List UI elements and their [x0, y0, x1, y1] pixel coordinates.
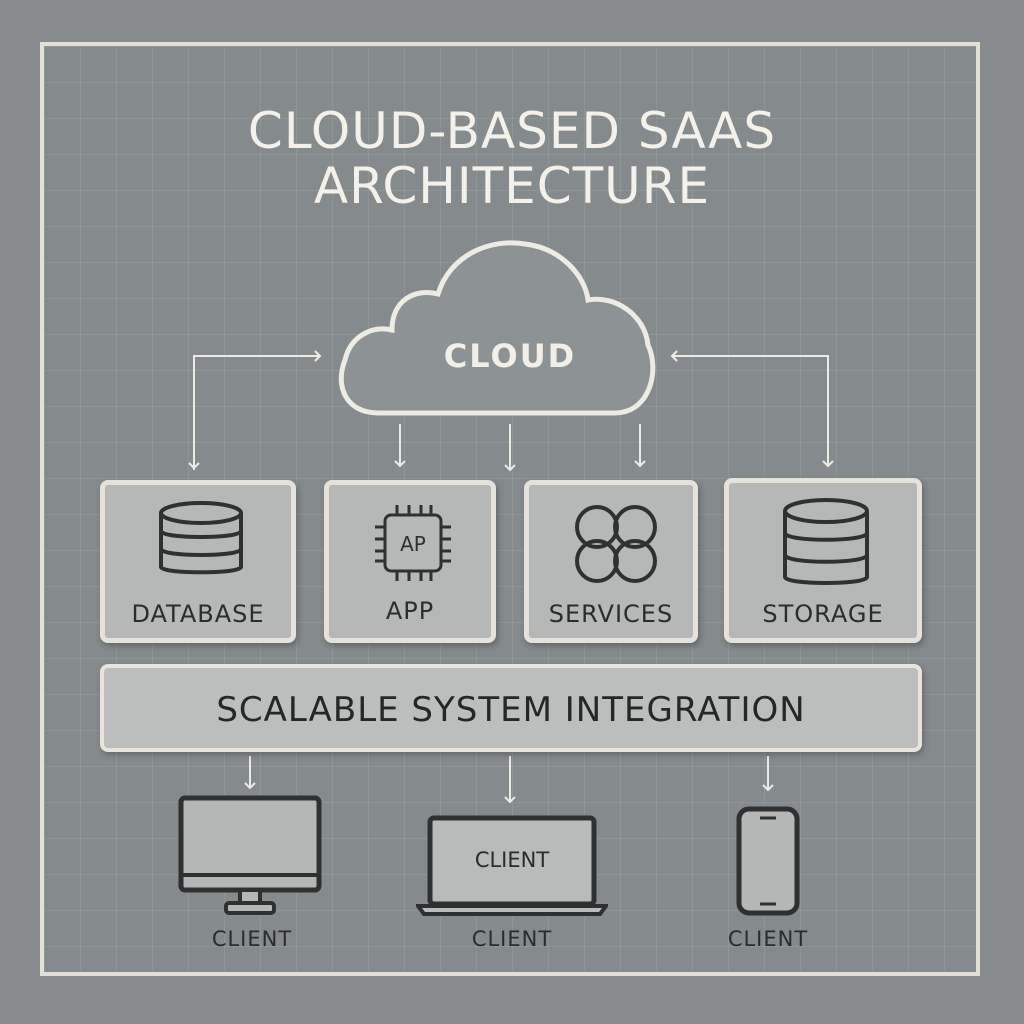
smartphone-icon — [736, 806, 800, 916]
diagram-title-line-1: CLOUD-BASED SAAS — [247, 102, 777, 160]
laptop-icon: CLIENT — [416, 815, 608, 916]
app-box: AP APP — [324, 480, 496, 643]
integration-label: SCALABLE SYSTEM INTEGRATION — [216, 690, 806, 730]
services-box: SERVICES — [524, 480, 698, 643]
arrow-cloud-storage — [670, 350, 829, 466]
app-label: APP — [385, 597, 435, 625]
desktop-monitor-icon — [178, 795, 322, 915]
arrow-database-cloud — [193, 350, 322, 470]
chip-icon: AP — [375, 505, 451, 581]
services-icon — [575, 505, 657, 583]
database-box: DATABASE — [100, 480, 296, 643]
laptop-screen-text: CLIENT — [475, 848, 550, 872]
storage-label: STORAGE — [762, 600, 884, 628]
storage-icon — [783, 498, 869, 585]
client-label-desktop: CLIENT — [211, 927, 293, 951]
client-label-phone: CLIENT — [727, 927, 809, 951]
database-icon — [159, 501, 243, 575]
chip-icon-text: AP — [400, 532, 426, 556]
diagram-title-line-2: ARCHITECTURE — [313, 157, 711, 215]
storage-box: STORAGE — [724, 478, 922, 643]
cloud-label: CLOUD — [443, 337, 577, 375]
integration-bar: SCALABLE SYSTEM INTEGRATION — [100, 664, 922, 752]
cloud-shape — [338, 240, 656, 416]
services-label: SERVICES — [548, 600, 674, 628]
database-label: DATABASE — [131, 600, 265, 628]
client-label-laptop: CLIENT — [471, 927, 553, 951]
